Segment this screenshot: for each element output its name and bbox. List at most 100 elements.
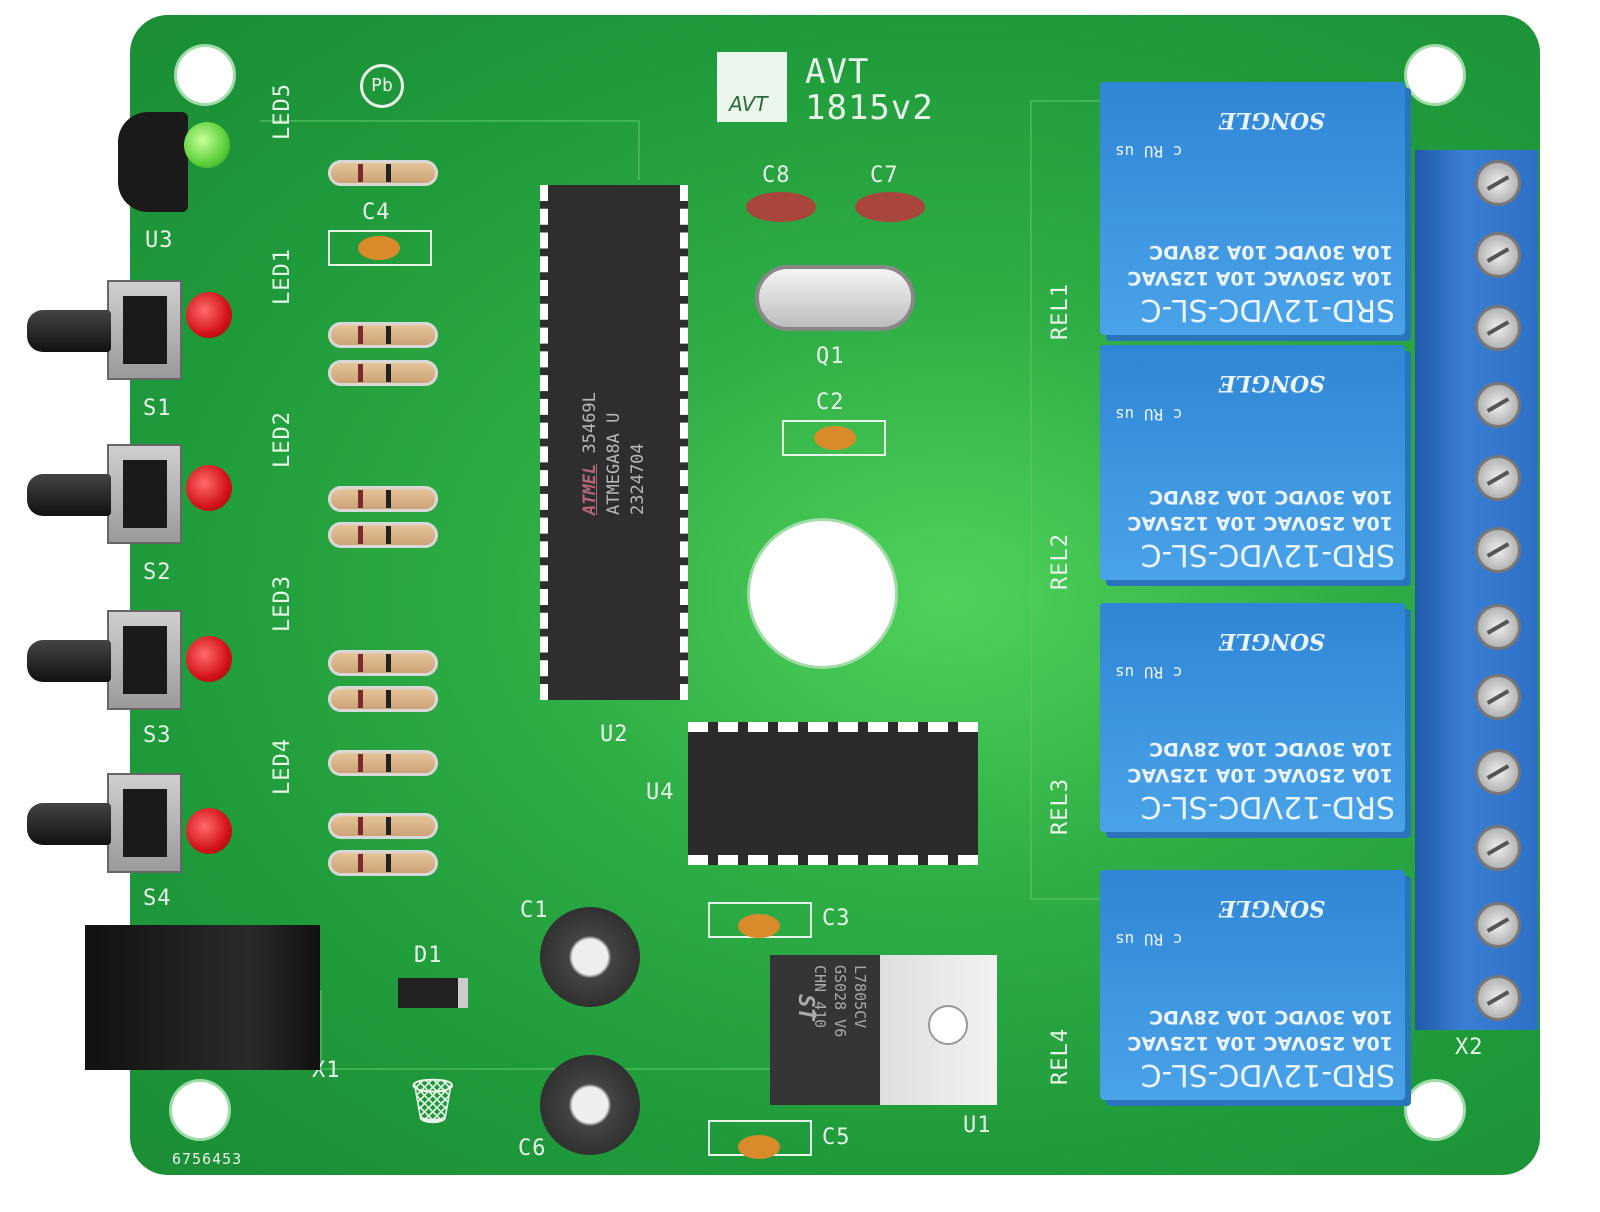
label-led5: LED5	[270, 83, 295, 140]
ir-receiver-u3	[118, 112, 188, 212]
label-s2: S2	[143, 560, 172, 585]
resistor	[328, 850, 438, 876]
relay-model: SRD-12VDC-SL-C	[1140, 292, 1395, 327]
label-u1: U1	[963, 1113, 992, 1138]
relay-rating1: 10A 250VAC 10A 125VAC	[1127, 512, 1393, 534]
led4-red	[186, 808, 232, 854]
terminal-screw[interactable]	[1475, 305, 1521, 351]
capacitor-c7	[855, 192, 925, 222]
label-rel4: REL4	[1048, 1028, 1073, 1085]
button-s1[interactable]	[27, 280, 182, 380]
terminal-screw[interactable]	[1475, 749, 1521, 795]
label-d1: D1	[414, 943, 443, 968]
label-led3: LED3	[270, 575, 295, 632]
model-title: 1815v2	[805, 88, 934, 128]
c2-outline	[782, 420, 886, 456]
label-c4: C4	[362, 200, 391, 225]
label-led1: LED1	[270, 248, 295, 305]
electrolytic-capacitor-c1	[540, 907, 640, 1007]
mcu-line1: 35469L	[580, 392, 600, 454]
terminal-screw[interactable]	[1475, 902, 1521, 948]
label-c5: C5	[822, 1125, 851, 1150]
st-logo: ST	[792, 994, 818, 1021]
label-s3: S3	[143, 723, 172, 748]
led1-red	[186, 292, 232, 338]
mcu-line2: ATMEGA8A U	[604, 412, 624, 515]
label-c1: C1	[520, 898, 549, 923]
terminal-screw[interactable]	[1475, 975, 1521, 1021]
mcu-line3: 2324704	[628, 443, 648, 515]
label-x2: X2	[1455, 1035, 1484, 1060]
diode-d1	[398, 978, 468, 1008]
label-c2: C2	[816, 390, 845, 415]
relay-brand: SONGLE	[1218, 107, 1325, 133]
regulator-tab-hole	[928, 1005, 968, 1045]
relay-rating2: 10A 30VDC 10A 28VDC	[1149, 1006, 1393, 1028]
relay-rating1: 10A 250VAC 10A 125VAC	[1127, 267, 1393, 289]
mounting-hole	[177, 47, 233, 103]
avt-logo: AVT	[717, 52, 787, 122]
resistor	[328, 322, 438, 348]
label-c8: C8	[762, 163, 791, 188]
center-hole	[750, 521, 895, 666]
terminal-screw[interactable]	[1475, 382, 1521, 428]
relay-rel1: SRD-12VDC-SL-C 10A 250VAC 10A 125VAC 10A…	[1100, 82, 1405, 335]
label-rel1: REL1	[1048, 283, 1073, 340]
label-s4: S4	[143, 886, 172, 911]
relay-rel3: SRD-12VDC-SL-C 10A 250VAC 10A 125VAC 10A…	[1100, 603, 1405, 832]
capacitor-c2	[814, 426, 856, 450]
crystal-q1	[755, 265, 915, 331]
relay-model: SRD-12VDC-SL-C	[1140, 1057, 1395, 1092]
terminal-block-x2	[1415, 150, 1538, 1030]
trace	[320, 990, 770, 1070]
button-s3[interactable]	[27, 610, 182, 710]
microcontroller-u2: ATMEL 35469L ATMEGA8A U 2324704	[540, 185, 688, 700]
regulator-u1: L7805CV GS028 V6 CHN 410 ST	[770, 955, 880, 1105]
c4-outline	[328, 230, 432, 266]
dc-power-jack-x1[interactable]	[85, 925, 320, 1070]
terminal-screw[interactable]	[1475, 825, 1521, 871]
terminal-screw[interactable]	[1475, 232, 1521, 278]
label-u3: U3	[145, 228, 174, 253]
relay-model: SRD-12VDC-SL-C	[1140, 537, 1395, 572]
mcu-brand: ATMEL	[580, 463, 600, 515]
relay-brand: SONGLE	[1218, 628, 1325, 654]
electrolytic-capacitor-c6	[540, 1055, 640, 1155]
capacitor-c5	[738, 1135, 780, 1159]
relay-rating2: 10A 30VDC 10A 28VDC	[1149, 486, 1393, 508]
button-s4[interactable]	[27, 773, 182, 873]
relay-brand: SONGLE	[1218, 895, 1325, 921]
button-s2[interactable]	[27, 444, 182, 544]
capacitor-c4	[358, 236, 400, 260]
driver-ic-u4	[688, 722, 978, 865]
relay-rating1: 10A 250VAC 10A 125VAC	[1127, 1032, 1393, 1054]
mounting-hole	[1407, 1082, 1463, 1138]
relay-rating2: 10A 30VDC 10A 28VDC	[1149, 241, 1393, 263]
label-c7: C7	[870, 163, 899, 188]
terminal-screw[interactable]	[1475, 160, 1521, 206]
relay-brand: SONGLE	[1218, 370, 1325, 396]
terminal-screw[interactable]	[1475, 604, 1521, 650]
terminal-screw[interactable]	[1475, 527, 1521, 573]
trace	[260, 120, 640, 180]
resistor	[328, 160, 438, 186]
serial-number: 6756453	[172, 1150, 243, 1168]
led2-red	[186, 465, 232, 511]
relay-rel2: SRD-12VDC-SL-C 10A 250VAC 10A 125VAC 10A…	[1100, 345, 1405, 580]
relay-rating1: 10A 250VAC 10A 125VAC	[1127, 764, 1393, 786]
terminal-screw[interactable]	[1475, 455, 1521, 501]
weee-bin-icon: 🗑	[405, 1076, 461, 1127]
led3-red	[186, 636, 232, 682]
resistor	[328, 750, 438, 776]
brand-title: AVT	[805, 52, 870, 92]
label-s1: S1	[143, 396, 172, 421]
terminal-screw[interactable]	[1475, 674, 1521, 720]
resistor	[328, 686, 438, 712]
relay-cert: c RU us	[1115, 405, 1183, 424]
avt-logo-text: AVT	[729, 92, 768, 116]
label-c3: C3	[822, 906, 851, 931]
relay-rating2: 10A 30VDC 10A 28VDC	[1149, 738, 1393, 760]
label-led2: LED2	[270, 411, 295, 468]
regulator-line1: L7805CV	[851, 965, 869, 1029]
relay-rel4: SRD-12VDC-SL-C 10A 250VAC 10A 125VAC 10A…	[1100, 870, 1405, 1100]
